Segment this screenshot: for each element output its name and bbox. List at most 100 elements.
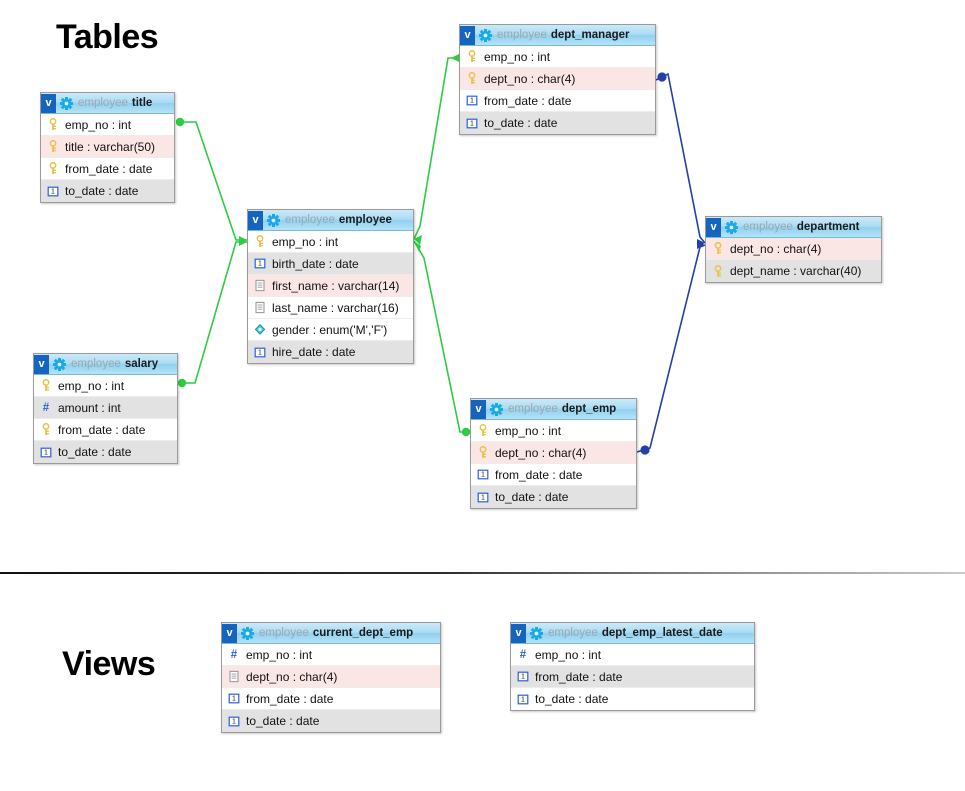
relationship-salary-employee [177,238,247,388]
column-label: from_date : date [484,93,572,108]
column-row[interactable]: from_date : date [34,419,177,441]
date-icon: 1 [254,347,266,357]
view-badge-icon: v [222,623,237,643]
entity-table-name: title [131,97,153,109]
key-icon [256,235,264,247]
column-label: from_date : date [65,161,153,176]
column-label: emp_no : int [484,49,551,64]
relationship-title-employee [175,117,247,244]
column-row[interactable]: from_date : date [41,158,174,180]
entity-table-name: dept_emp_latest_date [601,627,723,639]
entity-table-name: dept_manager [550,29,630,41]
entity-schema-name: employee [548,627,598,639]
svg-text:1: 1 [44,449,48,456]
svg-text:#: # [43,402,50,414]
column-row[interactable]: emp_no : int [248,231,413,253]
column-row[interactable]: dept_no : char(4) [471,442,636,464]
column-label: to_date : date [495,490,569,504]
column-row[interactable]: 1 from_date : date [460,90,655,112]
column-label: from_date : date [495,467,583,482]
column-label: last_name : varchar(16) [272,300,399,315]
svg-text:1: 1 [470,120,474,127]
entity-table-name: salary [124,358,159,370]
key-icon [49,118,57,130]
column-label: to_date : date [246,714,320,728]
date-icon: 1 [254,258,266,269]
date-icon: 1 [466,95,478,106]
column-row[interactable]: dept_name : varchar(40) [706,260,881,282]
column-label: gender : enum('M','F') [272,322,388,337]
column-label: emp_no : int [272,234,339,249]
column-row[interactable]: 1 hire_date : date [248,341,413,363]
column-row[interactable]: emp_no : int [471,420,636,442]
column-label: hire_date : date [272,345,356,359]
column-row[interactable]: emp_no : int [41,114,174,136]
view-badge-icon: v [34,354,49,374]
svg-text:1: 1 [258,261,262,268]
column-row[interactable]: dept_no : char(4) [460,68,655,90]
column-row[interactable]: # amount : int [34,397,177,419]
column-label: amount : int [58,400,121,415]
column-row[interactable]: 1 to_date : date [34,441,177,463]
entity-table-name: employee [338,214,392,226]
column-row[interactable]: #emp_no : int [511,644,754,666]
date-icon: 1 [40,447,52,457]
column-label: to_date : date [535,692,609,706]
relationship-deptemp-department [636,241,706,455]
column-row[interactable]: dept_no : char(4) [222,666,440,688]
column-row[interactable]: last_name : varchar(16) [248,297,413,319]
date-icon: 1 [228,693,240,704]
entity-schema-name: employee [508,403,558,415]
column-row[interactable]: title : varchar(50) [41,136,174,158]
entity-schema-name: employee [743,221,793,233]
number-icon: # [43,402,50,414]
entity-table-name: department [796,221,860,233]
column-row[interactable]: emp_no : int [460,46,655,68]
svg-text:1: 1 [232,696,236,703]
column-label: to_date : date [58,445,132,459]
svg-text:1: 1 [521,696,525,703]
relationship-deptmanager-employee [413,54,459,245]
column-label: dept_no : char(4) [730,241,822,256]
svg-text:#: # [520,649,527,661]
column-row[interactable]: gender : enum('M','F') [248,319,413,341]
text-icon [255,279,265,292]
date-icon: 1 [517,671,529,682]
column-row[interactable]: #emp_no : int [222,644,440,666]
date-icon: 1 [517,694,529,704]
column-label: emp_no : int [246,647,313,662]
gear-icon [725,220,738,234]
section-heading-tables: Tables [56,18,159,56]
column-row[interactable]: 1 to_date : date [511,688,754,710]
view-badge-icon: v [471,399,486,419]
column-row[interactable]: first_name : varchar(14) [248,275,413,297]
column-row[interactable]: dept_no : char(4) [706,238,881,260]
column-label: title : varchar(50) [65,139,156,154]
column-row[interactable]: emp_no : int [34,375,177,397]
gear-icon [60,96,73,110]
